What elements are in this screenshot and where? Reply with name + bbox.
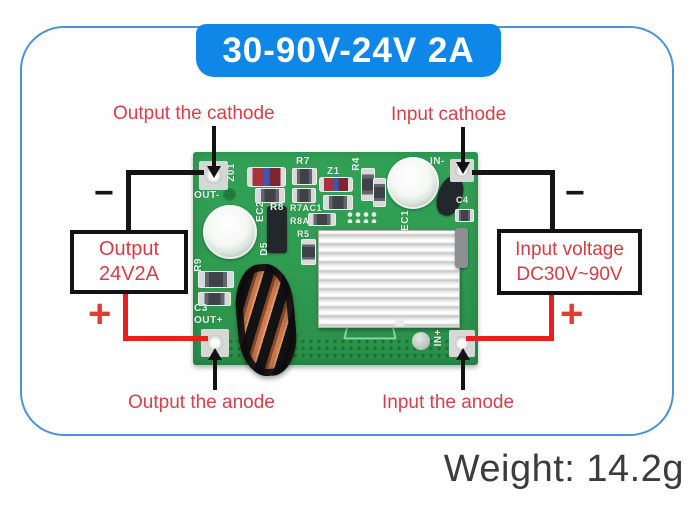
- silkscreen-z01: Z01: [226, 163, 237, 182]
- pcb-board: OUT- Z01 R7 Z1 R4 R8 EC2 R7AC1 R8A R5 D5…: [193, 152, 478, 379]
- output-cathode-pointer-line: [212, 126, 216, 168]
- silkscreen-r7: R7: [296, 156, 310, 167]
- smd-pad: [395, 319, 404, 326]
- header-pads: [346, 211, 379, 223]
- input-plus-symbol: +: [560, 292, 584, 336]
- silkscreen-r7ac1: R7AC1: [290, 203, 323, 213]
- smd-resistor: [455, 209, 474, 222]
- silkscreen-z1: Z1: [327, 166, 340, 177]
- callout-output-anode: Output the anode: [128, 392, 275, 413]
- input-cathode-arrow-icon: [456, 162, 470, 174]
- output-box-line2: 24V2A: [98, 263, 160, 285]
- silkscreen-c3: C3: [194, 303, 208, 314]
- smd-resistor: [308, 213, 336, 226]
- via-hole: [223, 188, 236, 201]
- callout-input-cathode: Input cathode: [391, 104, 507, 125]
- small-capacitor: [412, 332, 430, 350]
- input-terminal-box: Input voltage DC30V~90V: [497, 229, 642, 295]
- heatsink: [318, 230, 460, 328]
- smd-resistor: [301, 239, 316, 265]
- silkscreen-r8: R8: [270, 202, 284, 213]
- output-terminal-box: Output 24V2A: [70, 230, 188, 294]
- banner-title: 30-90V-24V 2A: [222, 30, 475, 70]
- input-positive-wire: [466, 336, 554, 341]
- input-negative-wire: [550, 170, 555, 232]
- output-anode-pointer-line: [213, 360, 217, 390]
- weight-label: Weight: 14.2g: [443, 448, 684, 490]
- silkscreen-ec2: EC2: [255, 201, 266, 222]
- smd-resistor: [292, 188, 316, 203]
- silkscreen-r9: R9: [193, 258, 204, 272]
- melf-diode: [247, 167, 286, 187]
- output-box-line1: Output: [98, 238, 160, 260]
- electrolytic-capacitor: [387, 157, 439, 209]
- silkscreen-ec1: EC1: [400, 210, 411, 231]
- callout-output-cathode: Output the cathode: [113, 103, 275, 124]
- silkscreen-c4: C4: [456, 195, 469, 205]
- silkscreen-in-pos: IN+: [433, 329, 444, 347]
- silkscreen-out-neg: OUT-: [194, 190, 220, 201]
- smd-resistor: [198, 292, 231, 306]
- electrolytic-capacitor: [203, 205, 257, 259]
- input-cathode-pointer-line: [461, 127, 465, 164]
- toroidal-inductor: [232, 261, 300, 379]
- input-positive-wire: [549, 285, 554, 341]
- smd-resistor: [255, 188, 285, 203]
- silkscreen-r8a: R8A: [290, 216, 310, 226]
- smd-resistor: [323, 195, 353, 210]
- input-box-line2: DC30V~90V: [516, 264, 623, 285]
- input-negative-wire: [472, 170, 555, 175]
- silkscreen-in-neg: IN-: [430, 156, 445, 167]
- input-anode-arrow-icon: [456, 348, 470, 360]
- smd-resistor: [198, 271, 234, 288]
- output-minus-symbol: −: [94, 174, 114, 212]
- output-cathode-arrow-icon: [207, 166, 221, 178]
- input-minus-symbol: −: [565, 174, 585, 212]
- silkscreen-r4: R4: [351, 157, 362, 171]
- output-negative-wire: [126, 170, 131, 232]
- output-anode-arrow-icon: [208, 348, 222, 360]
- diode-d5: [267, 206, 287, 253]
- smd-resistor: [292, 168, 317, 185]
- output-positive-wire: [123, 284, 128, 341]
- callout-input-anode: Input the anode: [382, 392, 515, 413]
- output-plus-symbol: +: [88, 292, 112, 336]
- title-banner: 30-90V-24V 2A: [196, 24, 501, 77]
- input-anode-pointer-line: [461, 360, 465, 390]
- silkscreen-r5: R5: [297, 229, 310, 239]
- heatsink-clip: [455, 228, 468, 268]
- output-positive-wire: [123, 336, 208, 341]
- output-negative-wire: [126, 170, 204, 175]
- input-box-line1: Input voltage: [515, 239, 624, 260]
- silkscreen-d5: D5: [259, 242, 270, 256]
- zener-z1: [319, 177, 353, 192]
- silkscreen-out-pos: OUT+: [194, 315, 223, 326]
- smd-resistor: [373, 178, 386, 207]
